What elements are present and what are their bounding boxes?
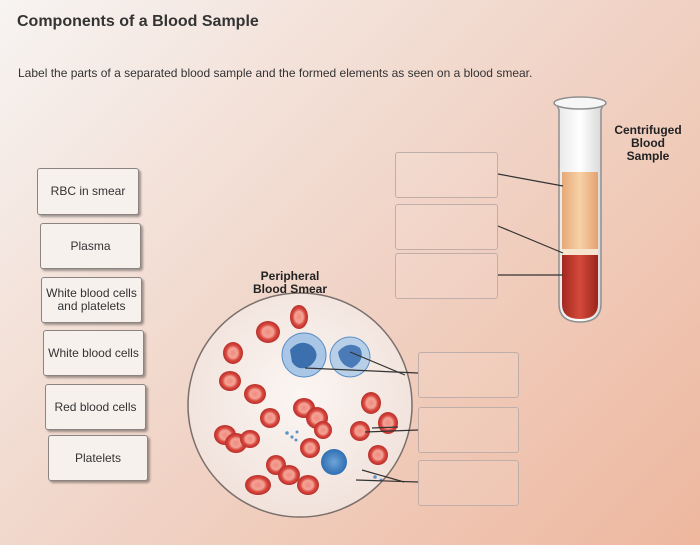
red-blood-cell bbox=[260, 408, 280, 428]
smear-leader-lines bbox=[304, 351, 419, 483]
platelet bbox=[373, 475, 377, 479]
platelet bbox=[294, 438, 298, 442]
drop-slot-smear-middle[interactable] bbox=[418, 407, 519, 453]
plasma-layer bbox=[562, 172, 598, 252]
red-blood-cell bbox=[245, 475, 271, 495]
word-bank-white-blood-cells[interactable]: White blood cells bbox=[43, 330, 144, 376]
word-bank-platelets[interactable]: Platelets bbox=[48, 435, 148, 481]
red-blood-cell bbox=[361, 392, 381, 414]
page-title: Components of a Blood Sample bbox=[17, 13, 259, 30]
platelet bbox=[290, 435, 294, 439]
red-blood-cell bbox=[350, 421, 370, 441]
word-bank-wbc-and-platelets[interactable]: White blood cells and platelets bbox=[41, 277, 142, 323]
red-cell-layer bbox=[562, 255, 598, 319]
red-blood-cell bbox=[219, 371, 241, 391]
platelet bbox=[285, 431, 289, 435]
red-blood-cell bbox=[300, 438, 320, 458]
tube-leader-lines bbox=[497, 173, 564, 276]
word-bank-rbc-in-smear[interactable]: RBC in smear bbox=[37, 168, 139, 215]
red-blood-cell bbox=[256, 321, 280, 343]
drop-slot-tube-middle[interactable] bbox=[395, 204, 498, 250]
test-tube bbox=[553, 96, 607, 323]
red-blood-cell bbox=[244, 384, 266, 404]
tube-label: Centrifuged Blood Sample bbox=[614, 123, 682, 164]
word-bank-plasma[interactable]: Plasma bbox=[40, 223, 141, 269]
drop-slot-smear-top[interactable] bbox=[418, 352, 519, 398]
red-blood-cell bbox=[368, 445, 388, 465]
red-blood-cell bbox=[378, 412, 398, 434]
drop-slot-tube-bottom[interactable] bbox=[395, 253, 498, 299]
red-blood-cell-group bbox=[214, 305, 398, 495]
drop-slot-tube-top[interactable] bbox=[395, 152, 498, 198]
buffy-coat-layer bbox=[562, 249, 598, 255]
word-bank-red-blood-cells[interactable]: Red blood cells bbox=[45, 384, 146, 430]
instructions: Label the parts of a separated blood sam… bbox=[18, 66, 533, 80]
red-blood-cell bbox=[240, 430, 260, 448]
red-blood-cell bbox=[314, 421, 332, 439]
drop-slot-smear-bottom[interactable] bbox=[418, 460, 519, 506]
white-blood-cell-group bbox=[281, 332, 371, 475]
red-blood-cell bbox=[223, 342, 243, 364]
red-blood-cell bbox=[290, 305, 308, 329]
platelet bbox=[295, 430, 299, 434]
smear-label: Peripheral Blood Smear bbox=[252, 269, 327, 297]
red-blood-cell bbox=[297, 475, 319, 495]
red-blood-cell bbox=[278, 465, 300, 485]
white-blood-cell bbox=[321, 449, 347, 475]
